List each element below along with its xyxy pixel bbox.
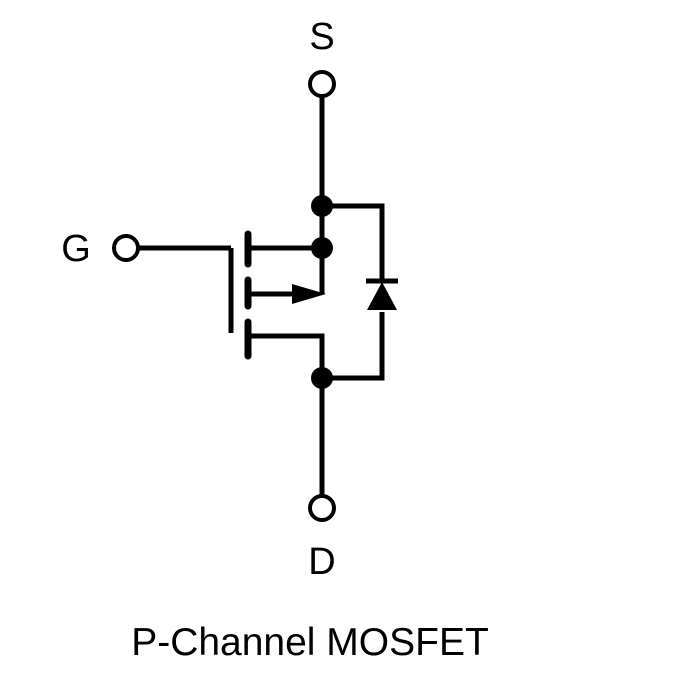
diagram-caption: P-Channel MOSFET — [131, 621, 489, 664]
diode-triangle-icon — [367, 282, 397, 310]
diode-top-wire — [322, 203, 385, 280]
gate-label: G — [61, 228, 91, 270]
source-label: S — [309, 16, 334, 58]
gate-terminal — [112, 234, 140, 262]
source-terminal — [308, 70, 336, 98]
diode-bottom-wire — [322, 312, 385, 381]
drain-terminal — [308, 494, 336, 522]
channel-drain-stub — [248, 333, 325, 378]
drain-label: D — [308, 541, 335, 583]
body-arrow-icon — [292, 284, 326, 304]
